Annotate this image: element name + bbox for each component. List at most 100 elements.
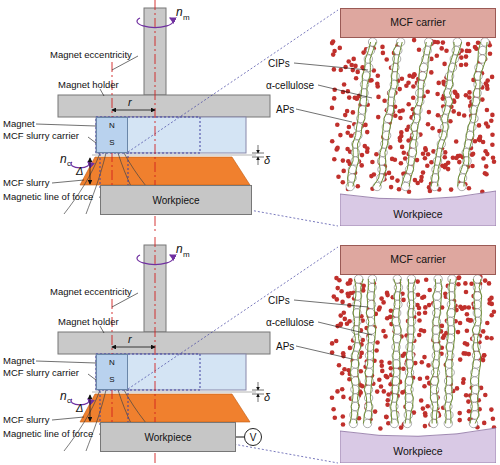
abrasive-particle <box>384 415 389 420</box>
abrasive-particle <box>389 185 394 190</box>
part-label: Magnetic line of force <box>3 429 93 439</box>
abrasive-particle <box>382 389 387 394</box>
abrasive-particle <box>467 186 472 191</box>
abrasive-particle <box>483 393 488 398</box>
abrasive-particle <box>335 297 340 302</box>
workpiece-band: Workpiece <box>340 423 496 463</box>
abrasive-particle <box>395 178 400 183</box>
abrasive-particle <box>399 134 404 139</box>
abrasive-particle <box>331 52 336 57</box>
abrasive-particle <box>489 336 494 341</box>
abrasive-particle <box>441 40 446 45</box>
zoom-box <box>96 117 200 153</box>
abrasive-particle <box>335 389 340 394</box>
iron-particle <box>481 38 489 46</box>
abrasive-particle <box>397 187 402 192</box>
abrasive-particle <box>459 63 464 68</box>
iron-particle <box>401 182 409 190</box>
abrasive-particle <box>355 70 360 75</box>
abrasive-particle <box>451 109 456 114</box>
abrasive-particle <box>424 278 429 283</box>
graphic <box>52 180 84 183</box>
part-label: MCF slurry <box>3 178 49 188</box>
abrasive-particle <box>435 92 440 97</box>
abrasive-particle <box>427 303 432 308</box>
abrasive-particle <box>335 286 340 291</box>
abrasive-particle <box>370 160 375 165</box>
abrasive-particle <box>458 357 463 362</box>
dimension-arrow <box>112 110 155 111</box>
node-text: S <box>109 139 114 148</box>
abrasive-particle <box>423 310 428 315</box>
cellulose-fiber <box>370 279 375 424</box>
abrasive-particle <box>333 415 338 420</box>
abrasive-particle <box>375 389 380 394</box>
abrasive-particle <box>378 426 383 431</box>
iron-particle <box>472 334 480 342</box>
abrasive-particle <box>399 161 404 166</box>
abrasive-particle <box>422 329 427 334</box>
abrasive-particle <box>385 402 390 407</box>
abrasive-particle <box>341 351 346 356</box>
part-label: MCF slurry carrier <box>3 131 79 141</box>
abrasive-particle <box>347 281 352 286</box>
abrasive-particle <box>347 95 352 100</box>
abrasive-particle <box>380 369 385 374</box>
abrasive-particle <box>401 366 406 371</box>
abrasive-particle <box>384 57 389 62</box>
cellulose-fiber <box>356 279 363 424</box>
dimension-label: r <box>128 333 132 345</box>
abrasive-particle <box>373 409 378 414</box>
iron-particle <box>392 368 400 376</box>
abrasive-particle <box>375 340 380 345</box>
abrasive-particle <box>489 118 494 123</box>
abrasive-particle <box>425 404 430 409</box>
abrasive-particle <box>485 78 490 83</box>
abrasive-particle <box>465 312 470 317</box>
abrasive-particle <box>401 353 406 358</box>
abrasive-particle <box>330 106 335 111</box>
abrasive-particle <box>490 133 495 138</box>
abrasive-particle <box>354 76 359 81</box>
abrasive-particle <box>397 87 402 92</box>
abrasive-particle <box>355 96 360 101</box>
abrasive-particle <box>456 276 461 281</box>
magnet: NS <box>96 117 128 153</box>
cellulose-fiber <box>431 42 454 187</box>
abrasive-particle <box>456 282 461 287</box>
abrasive-particle <box>466 399 471 404</box>
abrasive-particle <box>457 275 462 280</box>
abrasive-particle <box>415 181 420 186</box>
abrasive-particle <box>339 289 344 294</box>
workpiece-shape <box>340 191 496 226</box>
abrasive-particle <box>359 163 364 168</box>
abrasive-particle <box>422 384 427 389</box>
workpiece-shape <box>340 428 496 463</box>
abrasive-particle <box>457 160 462 165</box>
abrasive-particle <box>343 317 348 322</box>
cellulose-fiber <box>430 279 435 424</box>
abrasive-particle <box>444 49 449 54</box>
part-label: α-cellulose <box>266 317 314 328</box>
abrasive-particle <box>483 278 488 283</box>
node-text: Workpiece <box>152 195 199 206</box>
rotation-arrow <box>137 18 173 27</box>
abrasive-particle <box>417 333 422 338</box>
abrasive-particle <box>390 157 395 162</box>
abrasive-particle <box>439 46 444 51</box>
zoom-line <box>128 10 338 152</box>
zoom-particles <box>330 38 497 194</box>
abrasive-particle <box>351 110 356 115</box>
iron-particle <box>355 275 363 283</box>
abrasive-particle <box>415 303 420 308</box>
leader-lines <box>294 63 372 122</box>
cellulose-fiber <box>470 279 476 424</box>
abrasive-particle <box>383 334 388 339</box>
abrasive-particle <box>482 421 487 426</box>
part-label: Magnet holder <box>58 317 119 327</box>
mcf-slurry <box>80 157 250 185</box>
abrasive-particle <box>390 176 395 181</box>
abrasive-particle <box>406 102 411 107</box>
abrasive-particle <box>386 398 391 403</box>
